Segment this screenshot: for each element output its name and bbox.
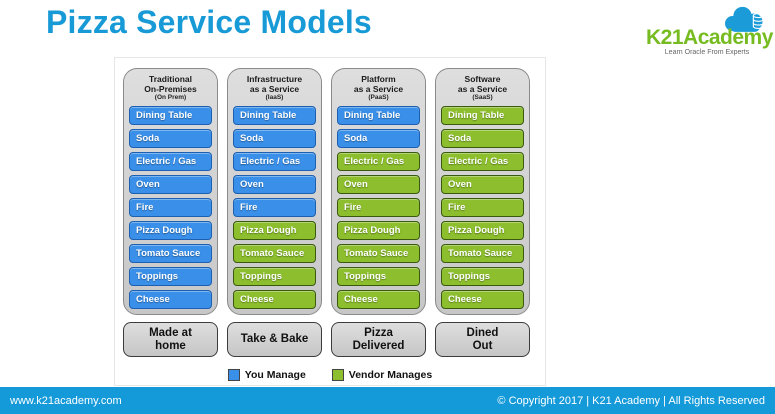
- legend-item: You Manage: [227, 369, 306, 381]
- footer-bar: www.k21academy.com © Copyright 2017 | K2…: [0, 387, 775, 414]
- database-icon: [752, 13, 764, 29]
- service-item: Tomato Sauce: [441, 244, 524, 264]
- service-item: Fire: [129, 198, 212, 218]
- service-item: Soda: [337, 129, 420, 149]
- service-item: Electric / Gas: [233, 152, 316, 172]
- service-item: Soda: [233, 129, 316, 149]
- footer-website-link: www.k21academy.com: [10, 394, 122, 407]
- service-item: Fire: [337, 198, 420, 218]
- service-item: Oven: [233, 175, 316, 195]
- service-item: Dining Table: [129, 106, 212, 126]
- legend-item: Vendor Manages: [331, 369, 433, 381]
- legend: You Manage Vendor Manages: [115, 369, 545, 381]
- service-item: Cheese: [129, 290, 212, 310]
- legend-label: Vendor Manages: [348, 369, 433, 381]
- column-subtitle: (PaaS): [368, 94, 389, 102]
- service-item: Soda: [441, 129, 524, 149]
- service-item: Toppings: [337, 267, 420, 287]
- service-item: Tomato Sauce: [129, 244, 212, 264]
- service-item: Toppings: [129, 267, 212, 287]
- service-item: Tomato Sauce: [233, 244, 316, 264]
- legend-swatch-vendor: [331, 369, 344, 381]
- logo-text: K21Academy: [646, 26, 773, 49]
- service-item: Cheese: [233, 290, 316, 310]
- outcome-line: Delivered: [352, 339, 405, 352]
- column-header-line: Traditional: [149, 74, 192, 84]
- service-item: Cheese: [441, 290, 524, 310]
- service-item: Toppings: [441, 267, 524, 287]
- service-item: Dining Table: [441, 106, 524, 126]
- service-item: Oven: [129, 175, 212, 195]
- service-item: Electric / Gas: [129, 152, 212, 172]
- column-header-line: as a Service: [457, 84, 508, 95]
- outcome-box: Take & Bake: [227, 322, 322, 357]
- service-item: Soda: [129, 129, 212, 149]
- service-item: Oven: [441, 175, 524, 195]
- column-header-line: Infrastructure: [246, 74, 303, 84]
- column-subtitle: (IaaS): [265, 94, 284, 102]
- column-header-line: Software: [464, 74, 501, 84]
- column-header-line: On-Premises: [144, 84, 197, 95]
- service-item: Toppings: [233, 267, 316, 287]
- outcome-line: home: [155, 339, 186, 352]
- column-subtitle: (SaaS): [472, 94, 493, 102]
- column-header-line: as a Service: [249, 84, 300, 95]
- service-item: Oven: [337, 175, 420, 195]
- outcome-line: Dined: [466, 326, 499, 339]
- k21academy-logo: K21Academy Learn Oracle From Experts: [630, 4, 773, 58]
- column-header-line: Platform: [361, 74, 396, 84]
- outcome-line: Out: [472, 339, 493, 352]
- service-item: Tomato Sauce: [337, 244, 420, 264]
- logo-tagline: Learn Oracle From Experts: [664, 49, 750, 56]
- footer-copyright: © Copyright 2017 | K21 Academy | All Rig…: [497, 394, 765, 407]
- outcome-line: Made at: [149, 326, 192, 339]
- service-item: Cheese: [337, 290, 420, 310]
- service-item: Pizza Dough: [129, 221, 212, 241]
- cloud-icon: [725, 6, 764, 32]
- outcome-line: Take & Bake: [240, 333, 309, 346]
- column-subtitle: (On Prem): [154, 94, 187, 102]
- service-item: Dining Table: [233, 106, 316, 126]
- service-item: Electric / Gas: [441, 152, 524, 172]
- legend-swatch-you: [227, 369, 240, 381]
- service-item: Electric / Gas: [337, 152, 420, 172]
- legend-label: You Manage: [244, 369, 306, 381]
- column-header-line: as a Service: [353, 84, 404, 95]
- outcome-line: Pizza: [364, 326, 393, 339]
- service-item: Pizza Dough: [337, 221, 420, 241]
- service-item: Fire: [233, 198, 316, 218]
- service-item: Pizza Dough: [441, 221, 524, 241]
- service-item: Pizza Dough: [233, 221, 316, 241]
- service-item: Fire: [441, 198, 524, 218]
- service-item: Dining Table: [337, 106, 420, 126]
- page-title: Pizza Service Models: [46, 4, 372, 40]
